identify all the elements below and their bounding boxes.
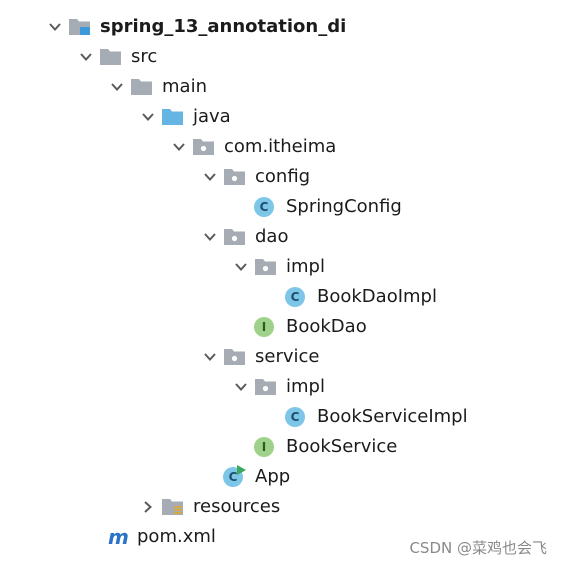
interface-icon: I: [254, 432, 280, 462]
tree-item-main[interactable]: main: [0, 72, 563, 102]
tree-item-pom-xml[interactable]: m pom.xml: [0, 522, 563, 552]
tree-item-bookdaoimpl[interactable]: C BookDaoImpl: [0, 282, 563, 312]
tree-item-label: spring_13_annotation_di: [100, 16, 347, 37]
tree-item-springconfig[interactable]: C SpringConfig: [0, 192, 563, 222]
project-tree: spring_13_annotation_di src main java: [0, 12, 563, 552]
tree-item-label: BookServiceImpl: [317, 406, 468, 427]
tree-item-com-itheima[interactable]: com.itheima: [0, 132, 563, 162]
svg-text:m: m: [108, 527, 129, 547]
package-icon: [223, 342, 249, 372]
maven-icon: m: [107, 522, 133, 552]
chevron-down-icon[interactable]: [197, 162, 223, 192]
package-icon: [223, 162, 249, 192]
tree-item-label: resources: [193, 496, 281, 517]
tree-item-label: SpringConfig: [286, 196, 402, 217]
tree-item-label: App: [255, 466, 291, 487]
tree-item-service[interactable]: service: [0, 342, 563, 372]
package-icon: [192, 132, 218, 162]
package-icon: [223, 222, 249, 252]
tree-item-label: dao: [255, 226, 289, 247]
resources-folder-icon: [161, 492, 187, 522]
folder-icon: [99, 42, 125, 72]
tree-item-label: main: [162, 76, 207, 97]
tree-item-dao[interactable]: dao: [0, 222, 563, 252]
chevron-right-icon[interactable]: [135, 492, 161, 522]
tree-item-label: java: [193, 106, 231, 127]
project-folder-icon: [68, 12, 94, 42]
chevron-down-icon[interactable]: [135, 102, 161, 132]
chevron-down-icon[interactable]: [197, 342, 223, 372]
chevron-down-icon[interactable]: [73, 42, 99, 72]
folder-icon: [130, 72, 156, 102]
run-arrow-icon: [237, 465, 246, 475]
tree-item-service-impl[interactable]: impl: [0, 372, 563, 402]
tree-item-label: com.itheima: [224, 136, 337, 157]
runnable-class-icon: C: [223, 462, 249, 492]
tree-item-project[interactable]: spring_13_annotation_di: [0, 12, 563, 42]
watermark: CSDN @菜鸡也会飞: [409, 539, 547, 557]
chevron-down-icon[interactable]: [228, 252, 254, 282]
tree-item-label: config: [255, 166, 311, 187]
tree-item-label: impl: [286, 256, 325, 277]
class-icon: C: [285, 402, 311, 432]
tree-item-dao-impl[interactable]: impl: [0, 252, 563, 282]
chevron-down-icon[interactable]: [228, 372, 254, 402]
chevron-down-icon[interactable]: [197, 222, 223, 252]
tree-item-bookservice[interactable]: I BookService: [0, 432, 563, 462]
tree-item-config[interactable]: config: [0, 162, 563, 192]
tree-item-label: BookDao: [286, 316, 367, 337]
tree-item-app[interactable]: C App: [0, 462, 563, 492]
tree-item-src[interactable]: src: [0, 42, 563, 72]
class-icon: C: [254, 192, 280, 222]
class-icon: C: [285, 282, 311, 312]
tree-item-java[interactable]: java: [0, 102, 563, 132]
tree-item-label: service: [255, 346, 320, 367]
tree-item-label: pom.xml: [137, 526, 216, 547]
tree-item-bookdao[interactable]: I BookDao: [0, 312, 563, 342]
chevron-down-icon[interactable]: [104, 72, 130, 102]
interface-icon: I: [254, 312, 280, 342]
tree-item-resources[interactable]: resources: [0, 492, 563, 522]
package-icon: [254, 252, 280, 282]
tree-item-label: impl: [286, 376, 325, 397]
chevron-down-icon[interactable]: [42, 12, 68, 42]
tree-item-bookserviceimpl[interactable]: C BookServiceImpl: [0, 402, 563, 432]
tree-item-label: BookDaoImpl: [317, 286, 437, 307]
tree-item-label: src: [131, 46, 158, 67]
chevron-down-icon[interactable]: [166, 132, 192, 162]
tree-item-label: BookService: [286, 436, 398, 457]
package-icon: [254, 372, 280, 402]
source-root-folder-icon: [161, 102, 187, 132]
